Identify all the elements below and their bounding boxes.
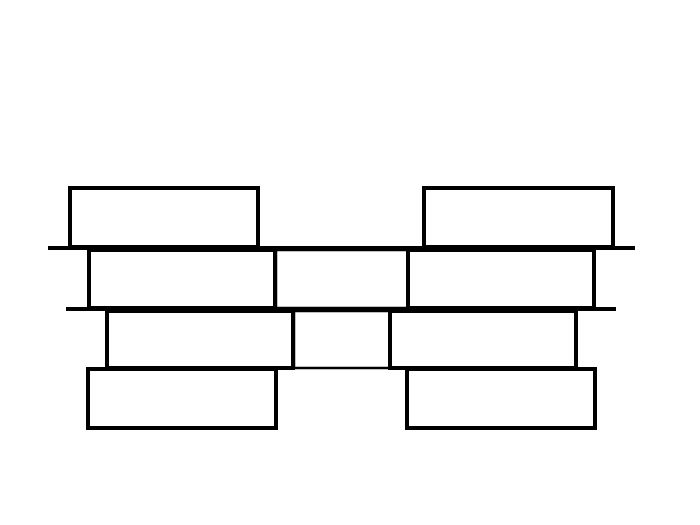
- block-third-left: [105, 309, 295, 370]
- block-second-right: [406, 248, 596, 310]
- block-second-middle: [274, 248, 410, 310]
- block-second-left: [87, 248, 277, 310]
- block-third-right: [388, 309, 578, 370]
- block-top-left: [68, 186, 260, 249]
- block-top-right: [422, 186, 615, 249]
- block-third-middle: [292, 309, 392, 370]
- block-bottom-right: [405, 367, 597, 430]
- block-bottom-left: [86, 367, 278, 430]
